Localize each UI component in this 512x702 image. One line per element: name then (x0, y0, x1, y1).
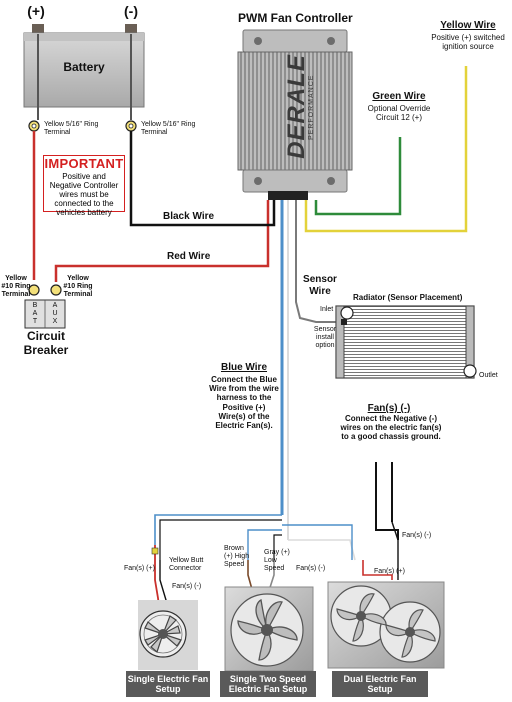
important-title: IMPORTANT (44, 156, 124, 171)
single-fan-icon (138, 600, 198, 670)
battery-positive-label: (+) (27, 3, 45, 19)
green-wire-title: Green Wire (372, 91, 426, 102)
sensor-install-label: Sensor install option (313, 326, 337, 350)
fan-negative-desc: Connect the Negative (-) wires on the el… (340, 414, 442, 442)
battery-right-terminal-label: Yellow 5/16" Ring Terminal (141, 121, 196, 137)
important-note: IMPORTANT Positive and Negative Controll… (43, 155, 125, 217)
single-neg-label: Fan(s) (-) (172, 583, 202, 590)
black-wire-label: Black Wire (163, 211, 215, 222)
dual-pos-label: Fan(s) (+) (374, 568, 405, 575)
dual-neg-label: Fan(s) (-) (402, 532, 432, 539)
radiator-label: Radiator (Sensor Placement) (353, 293, 463, 302)
single-pos-label: Fan(s) (+) (124, 565, 155, 572)
green-wire (314, 137, 402, 216)
yellow-wire-desc: Positive (+) switched ignition source (431, 33, 505, 52)
controller-brand-sub: PERFORMANCE (307, 74, 315, 141)
battery-label: Battery (63, 60, 105, 74)
two-speed-brown-label: Brown (+) High Speed (224, 545, 250, 569)
pwm-controller (237, 29, 353, 200)
circuit-breaker-label: Circuit Breaker (23, 329, 69, 357)
controller-title: PWM Fan Controller (238, 11, 353, 25)
dual-fan-caption: Dual Electric Fan Setup (332, 671, 428, 697)
battery (23, 24, 145, 108)
yellow-wire (304, 66, 468, 233)
green-wire-desc: Optional Override Circuit 12 (+) (367, 104, 431, 123)
breaker-left-terminal-label: Yellow #10 Ring Terminal (1, 275, 31, 299)
single-butt-label: Yellow Butt Connector (169, 557, 204, 573)
two-speed-gray-label: Gray (+) Low Speed (264, 549, 290, 573)
controller-brand-logo: DERALE (283, 54, 311, 159)
inlet-label: Inlet (320, 306, 334, 313)
radiator (335, 305, 477, 379)
breaker-bat-label: B A T (32, 302, 38, 326)
black-wire (129, 131, 276, 227)
breaker-right-terminal-label: Yellow #10 Ring Terminal (63, 275, 93, 299)
circuit-breaker (24, 284, 66, 329)
two-speed-fan-caption: Single Two Speed Electric Fan Setup (220, 671, 316, 697)
battery-left-terminal-label: Yellow 5/16" Ring Terminal (44, 121, 99, 137)
single-fan-caption: Single Electric Fan Setup (126, 671, 210, 697)
two-speed-neg-label: Fan(s) (-) (296, 565, 326, 572)
outlet-label: Outlet (479, 372, 498, 379)
two-speed-fan-icon (224, 586, 314, 672)
yellow-wire-title: Yellow Wire (440, 20, 496, 31)
dual-fan-icon (327, 581, 445, 669)
battery-negative-label: (-) (124, 3, 138, 19)
blue-wire-title: Blue Wire (220, 362, 268, 373)
fan-negative-title: Fan(s) (-) (367, 403, 411, 414)
breaker-aux-label: A U X (52, 302, 58, 326)
important-body: Positive and Negative Controller wires m… (49, 172, 119, 217)
sensor-wire (295, 200, 340, 323)
sensor-wire-label: Sensor Wire (303, 274, 337, 297)
blue-wire-desc: Connect the Blue Wire from the wire harn… (209, 375, 279, 430)
red-wire-label: Red Wire (167, 251, 211, 262)
